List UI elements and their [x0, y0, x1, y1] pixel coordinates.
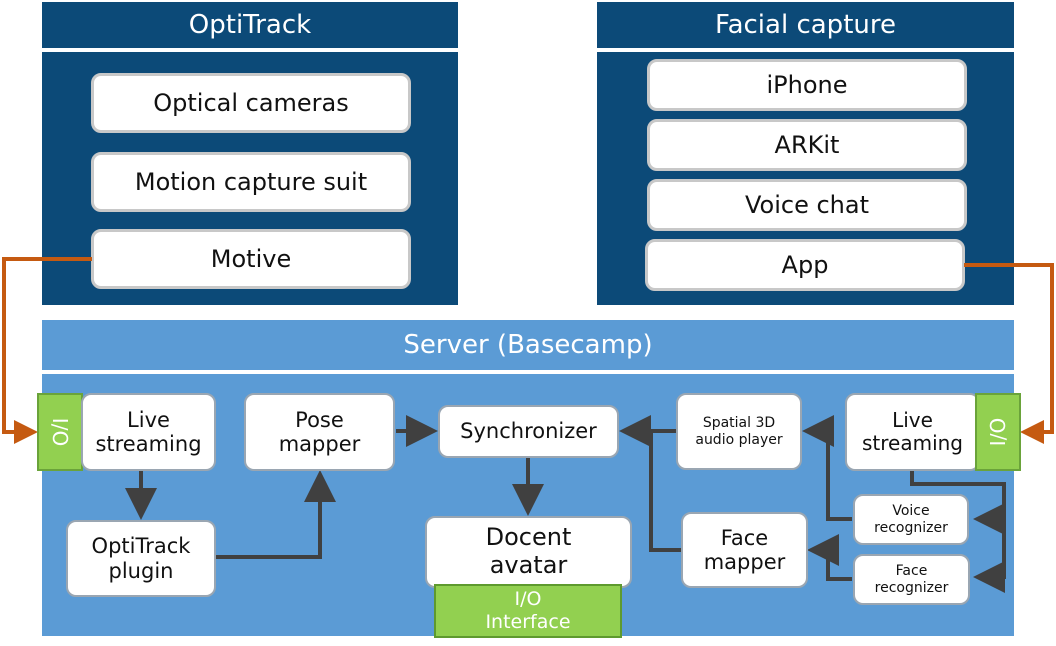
live-streaming-left: Live streaming	[81, 393, 216, 471]
iphone-item: iPhone	[647, 59, 967, 111]
synchronizer-box: Synchronizer	[438, 405, 619, 458]
motive-item: Motive	[91, 229, 411, 289]
voice-to-audio-arrow	[802, 415, 852, 521]
io-interface-box: I/O Interface	[434, 584, 622, 638]
io-port-right-label: I/O	[985, 417, 1010, 447]
app-item: App	[645, 239, 965, 291]
facial-capture-header: Facial capture	[597, 2, 1014, 48]
io-port-left-label: I/O	[47, 417, 72, 447]
face-rec-to-mapper-arrow	[807, 534, 852, 581]
voice-chat-item: Voice chat	[647, 179, 967, 231]
plugin-to-pose-arrow	[216, 470, 336, 559]
io-interface-io-label: I/O	[514, 588, 542, 611]
face-recognizer-box: Face recognizer	[853, 554, 970, 605]
docent-avatar-box: Docent avatar	[425, 516, 632, 588]
live-to-voice-arrow	[910, 470, 1006, 535]
facial-capture-title: Facial capture	[715, 10, 896, 40]
live-streaming-right: Live streaming	[845, 393, 980, 471]
motion-capture-suit-item: Motion capture suit	[91, 152, 411, 212]
voice-recognizer-box: Voice recognizer	[853, 494, 969, 545]
server-header: Server (Basecamp)	[42, 320, 1014, 370]
optitrack-plugin-box: OptiTrack plugin	[66, 520, 216, 597]
pose-mapper-box: Pose mapper	[244, 393, 395, 471]
optitrack-title: OptiTrack	[188, 10, 312, 40]
optical-cameras-item: Optical cameras	[91, 73, 411, 133]
arkit-item: ARKit	[647, 119, 967, 171]
live-to-face-rec-arrow	[973, 519, 1006, 593]
optitrack-header: OptiTrack	[42, 2, 458, 48]
spatial-audio-player-box: Spatial 3D audio player	[676, 393, 802, 470]
motive-to-io-link	[2, 257, 92, 444]
server-title: Server (Basecamp)	[403, 330, 653, 360]
face-mapper-box: Face mapper	[681, 512, 808, 588]
face-mapper-to-sync-line	[649, 431, 681, 552]
io-interface-label: Interface	[485, 611, 571, 633]
io-port-right: I/O	[975, 393, 1021, 471]
app-to-io-link	[964, 263, 1054, 444]
io-port-left: I/O	[37, 393, 83, 471]
